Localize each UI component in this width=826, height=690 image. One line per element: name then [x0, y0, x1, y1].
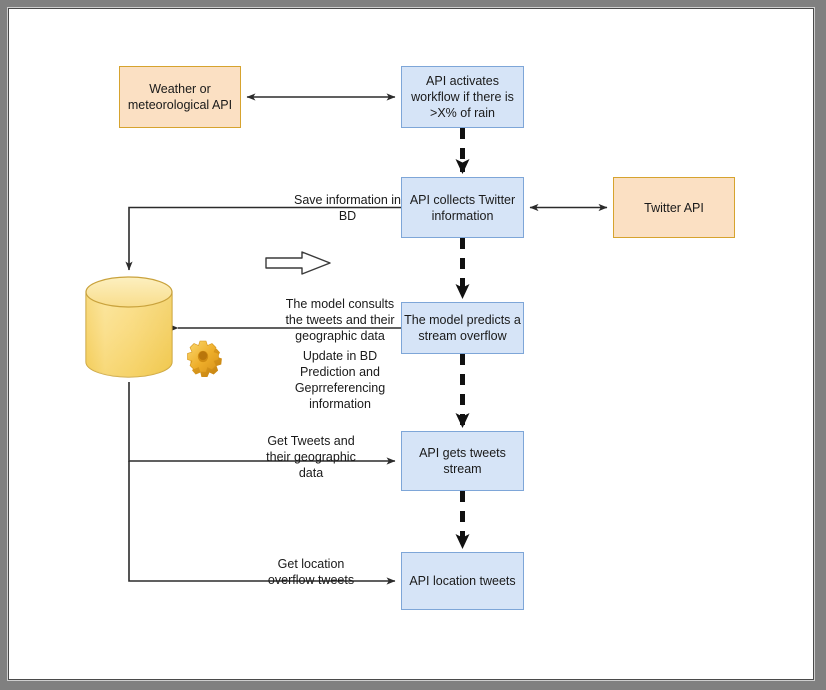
- edge-label-save-info-text: Save information in BD: [293, 193, 401, 223]
- node-weather-api[interactable]: Weather or meteorological API: [119, 66, 241, 128]
- gear-icon: [187, 340, 222, 377]
- node-api-location-tweets[interactable]: API location tweets: [401, 552, 524, 610]
- database-cylinder-icon: [85, 276, 173, 378]
- edge-label-get-location: Get location overflow tweets: [207, 540, 415, 588]
- edge-label-update-bd: Update in BD Prediction and Geprreferenc…: [236, 332, 444, 412]
- edge-label-get-tweets-text: Get Tweets and their geographic data: [266, 434, 356, 480]
- node-api-gets-tweets-label: API gets tweets stream: [419, 446, 506, 476]
- edge-label-save-info: Save information in BD: [240, 176, 455, 224]
- node-twitter-api[interactable]: Twitter API: [613, 177, 735, 238]
- edge-label-get-tweets: Get Tweets and their geographic data: [207, 417, 415, 481]
- edge-label-model-consults: The model consults the tweets and their …: [236, 280, 444, 344]
- node-api-gets-tweets[interactable]: API gets tweets stream: [401, 431, 524, 491]
- edge-label-update-bd-text: Update in BD Prediction and Geprreferenc…: [294, 349, 386, 411]
- edge-label-get-location-text: Get location overflow tweets: [267, 557, 355, 587]
- node-model-predicts-label: The model predicts a stream overflow: [404, 313, 521, 343]
- node-weather-api-label: Weather or meteorological API: [127, 82, 233, 112]
- node-api-collects[interactable]: API collects Twitter information: [401, 177, 524, 238]
- node-twitter-api-label: Twitter API: [644, 200, 704, 215]
- node-api-activates-label: API activates workflow if there is >X% o…: [411, 74, 514, 120]
- block-arrow-right-icon: [265, 251, 331, 275]
- node-api-activates[interactable]: API activates workflow if there is >X% o…: [401, 66, 524, 128]
- node-model-predicts[interactable]: The model predicts a stream overflow: [401, 302, 524, 354]
- edge-label-model-consults-text: The model consults the tweets and their …: [285, 297, 395, 343]
- node-api-location-tweets-label: API location tweets: [409, 574, 516, 588]
- node-api-collects-label: API collects Twitter information: [409, 192, 516, 223]
